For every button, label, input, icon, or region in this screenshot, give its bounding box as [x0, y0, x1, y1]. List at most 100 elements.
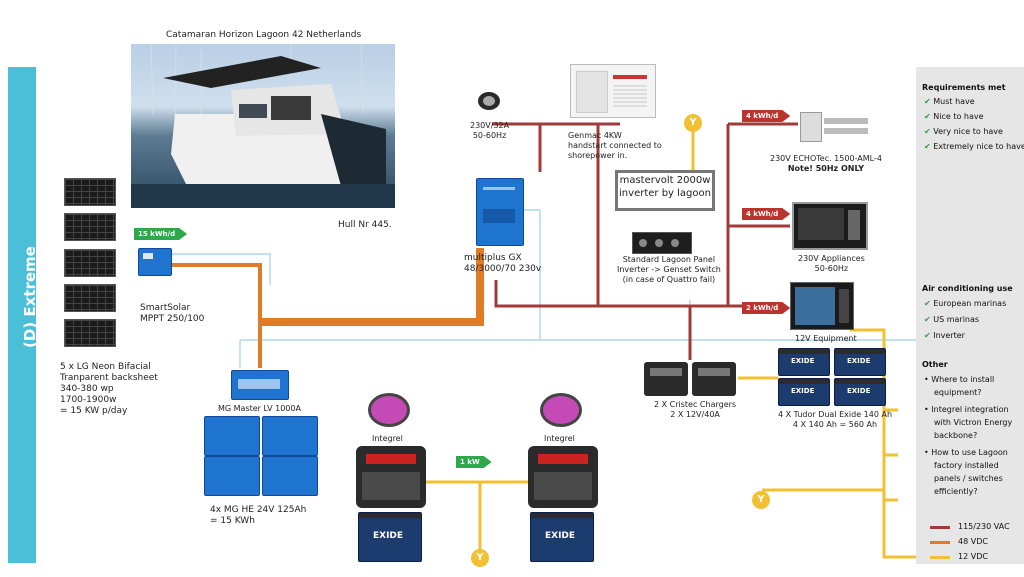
watermaker-arrow: 4 kWh/d: [742, 110, 790, 122]
appliances-arrow: 4 kWh/d: [742, 208, 790, 220]
multiplus-inverter: [476, 178, 524, 246]
other-item: backbone?: [934, 431, 978, 440]
legend-swatch-48v: [930, 541, 950, 544]
engine-battery-left: EXIDE: [358, 512, 422, 562]
y-marker-top: Y: [684, 114, 702, 132]
other-item: • How to use Lagoon: [924, 448, 1008, 457]
check-icon: ✔: [924, 331, 931, 340]
genset-unit: [570, 64, 656, 118]
aircon-item: ✔ US marinas: [924, 315, 980, 324]
equipment-label: 12V Equipment: [795, 334, 857, 343]
scenario-label: (D) Extreme: [21, 246, 39, 348]
other-item: equipment?: [934, 388, 982, 397]
check-icon: ✔: [924, 142, 931, 151]
solar-panel-1: [64, 178, 116, 206]
mg-master-label: MG Master LV 1000A: [218, 404, 301, 413]
mg-master-unit: [231, 370, 289, 400]
engine-right: [528, 446, 598, 508]
dc48-line-mppt: [172, 263, 262, 368]
scenario-band: (D) Extreme: [8, 67, 39, 563]
shore-power-icon: [478, 92, 500, 110]
engine-battery-right: EXIDE: [530, 512, 594, 562]
other-item: • Where to install: [924, 375, 995, 384]
legend-label-12v: 12 VDC: [958, 552, 988, 561]
lagoon-switch-panel: [632, 232, 692, 254]
tudor-battery-2: EXIDE: [834, 348, 886, 376]
data-line-multiplus: [522, 209, 541, 340]
watermaker-unit: [800, 108, 870, 144]
check-icon: ✔: [924, 112, 931, 121]
check-icon: ✔: [924, 97, 931, 106]
legend-swatch-12v: [930, 556, 950, 559]
chartplotter-display: [790, 282, 854, 330]
dc12-lines: [420, 130, 918, 559]
microwave-appliance: [792, 202, 868, 250]
y-marker-bottom: Y: [471, 549, 489, 567]
integrel-right-label: Integrel: [544, 434, 575, 443]
solar-arrow: 15 kWh/d: [134, 228, 187, 240]
aircon-title: Air conditioning use: [922, 284, 1013, 293]
photo-caption: Catamaran Horizon Lagoon 42 Netherlands: [166, 30, 362, 40]
hull-number: Hull Nr 445.: [338, 220, 392, 230]
other-title: Other: [922, 360, 948, 369]
other-item: • Integrel integration: [924, 405, 1009, 414]
requirements-panel: Requirements met ✔ Must have ✔ Nice to h…: [916, 67, 1024, 564]
charger-2: [692, 362, 736, 396]
aircon-item: ✔ European marinas: [924, 299, 1007, 308]
solar-panel-3: [64, 249, 116, 277]
requirement-item: ✔ Nice to have: [924, 112, 984, 121]
solar-panel-2: [64, 213, 116, 241]
requirement-item: ✔ Extremely nice to have: [924, 142, 1024, 151]
integrel-arrow: 1 kW: [456, 456, 492, 468]
requirements-title: Requirements met: [922, 83, 1006, 92]
data-line-mppt: [172, 253, 271, 285]
other-item: efficiently?: [934, 487, 978, 496]
mg-battery-3: [204, 456, 260, 496]
requirement-item: ✔ Must have: [924, 97, 975, 106]
legend-label-ac: 115/230 VAC: [958, 522, 1010, 531]
aircon-item: ✔ Inverter: [924, 331, 965, 340]
legend-swatch-ac: [930, 526, 950, 529]
charger-1: [644, 362, 688, 396]
tudor-battery-3: EXIDE: [778, 378, 830, 406]
ac-line-main: [494, 280, 782, 308]
tudor-battery-1: EXIDE: [778, 348, 830, 376]
tudor-battery-4: EXIDE: [834, 378, 886, 406]
check-icon: ✔: [924, 127, 931, 136]
integrel-left-label: Integrel: [372, 434, 403, 443]
other-item: with Victron Energy: [934, 418, 1013, 427]
mg-battery-1: [204, 416, 260, 456]
mg-battery-4: [262, 456, 318, 496]
integrel-right-icon: [540, 393, 582, 427]
catamaran-photo: [131, 44, 395, 208]
y-marker-right: Y: [752, 491, 770, 509]
legend-label-48v: 48 VDC: [958, 537, 988, 546]
integrel-left-icon: [368, 393, 410, 427]
mg-battery-2: [262, 416, 318, 456]
other-item: factory installed: [934, 461, 999, 470]
mg-batteries-label: 4x MG HE 24V 125Ah= 15 KWh: [210, 505, 307, 526]
check-icon: ✔: [924, 299, 931, 308]
dc48-lines: [172, 248, 484, 368]
solar-panel-5: [64, 319, 116, 347]
equipment-arrow: 2 kWh/d: [742, 302, 790, 314]
check-icon: ✔: [924, 315, 931, 324]
dc12-line-vertical: [850, 328, 918, 559]
dc48-line-main: [258, 248, 484, 326]
mppt-controller: [138, 248, 172, 276]
other-item: panels / switches: [934, 474, 1003, 483]
engine-left: [356, 446, 426, 508]
requirement-item: ✔ Very nice to have: [924, 127, 1003, 136]
